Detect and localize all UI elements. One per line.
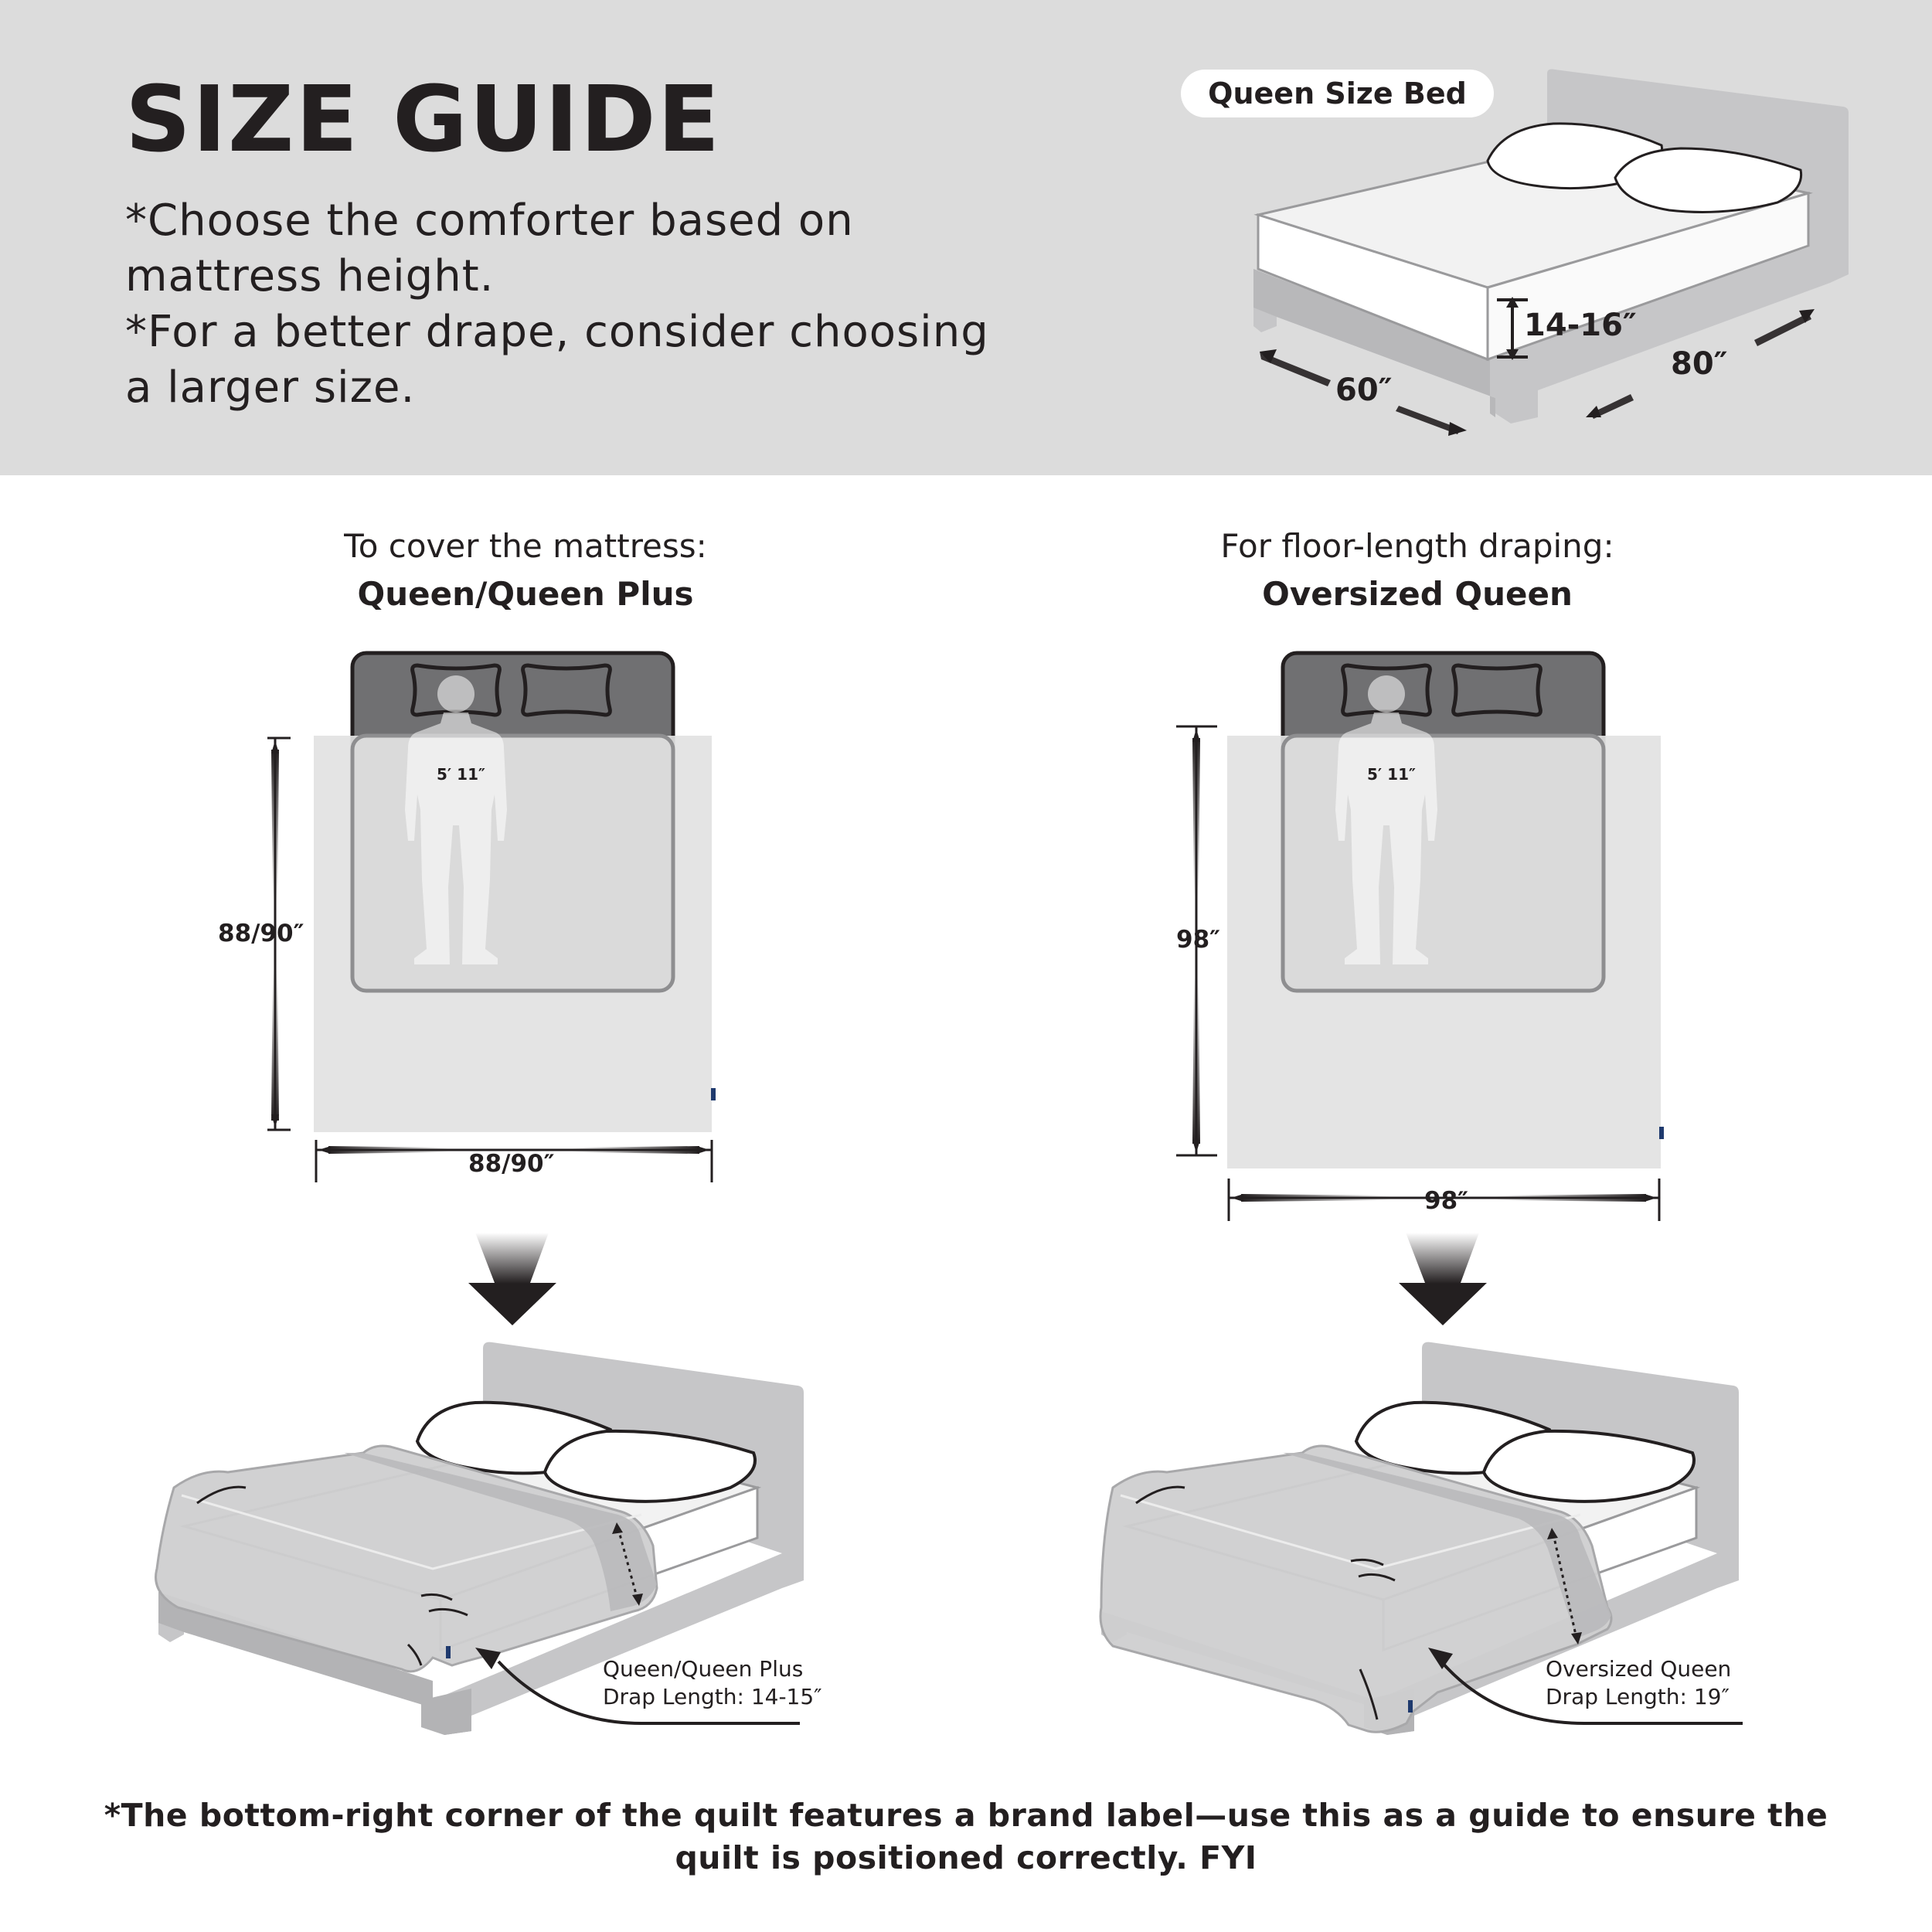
right-length-label: 98″ <box>1176 926 1220 954</box>
footnote-line: quilt is positioned correctly. FYI <box>675 1839 1257 1876</box>
bed-length-label: 80″ <box>1671 346 1728 382</box>
right-person-height: 5′ 11″ <box>1367 765 1416 784</box>
reference-bed-illustration <box>1253 69 1849 436</box>
left-heading-text: To cover the mattress: <box>344 527 707 565</box>
right-bed-illustration <box>1099 1342 1743 1735</box>
bed-width-label: 60″ <box>1335 372 1393 408</box>
left-drape-length: Drap Length: 14-15″ <box>603 1684 822 1709</box>
down-arrow-right <box>1399 1233 1487 1325</box>
left-section-heading: To cover the mattress: Queen/Queen Plus <box>178 522 873 618</box>
right-top-view <box>1176 651 1664 1221</box>
right-section-heading: For floor-length draping: Oversized Quee… <box>1070 522 1765 618</box>
left-drape-note: Queen/Queen Plus Drap Length: 14-15″ <box>603 1655 822 1711</box>
left-width-label: 88/90″ <box>468 1150 555 1178</box>
intro-note-line: *For a better drape, consider choosing <box>125 307 989 357</box>
intro-note-line: mattress height. <box>125 251 495 301</box>
right-drape-title: Oversized Queen <box>1546 1656 1732 1682</box>
queen-size-badge: Queen Size Bed <box>1181 70 1494 117</box>
left-person-height: 5′ 11″ <box>437 765 485 784</box>
footnote-line: *The bottom-right corner of the quilt fe… <box>104 1797 1828 1834</box>
left-size-name: Queen/Queen Plus <box>357 575 694 613</box>
intro-notes: *Choose the comforter based on mattress … <box>125 193 1091 416</box>
page-title: SIZE GUIDE <box>125 66 722 172</box>
left-top-view <box>267 651 716 1182</box>
mattress-height-label: 14-16″ <box>1524 308 1637 343</box>
left-length-label: 88/90″ <box>218 920 304 947</box>
right-drape-note: Oversized Queen Drap Length: 19″ <box>1546 1655 1731 1711</box>
down-arrow-left <box>468 1233 556 1325</box>
intro-note-line: *Choose the comforter based on <box>125 196 854 246</box>
right-size-name: Oversized Queen <box>1262 575 1573 613</box>
right-drape-length: Drap Length: 19″ <box>1546 1684 1730 1709</box>
right-heading-text: For floor-length draping: <box>1220 527 1614 565</box>
footnote: *The bottom-right corner of the quilt fe… <box>77 1794 1855 1879</box>
left-drape-title: Queen/Queen Plus <box>603 1656 804 1682</box>
right-width-label: 98″ <box>1424 1187 1468 1215</box>
intro-note-line: a larger size. <box>125 362 416 413</box>
left-bed-illustration <box>155 1342 804 1735</box>
